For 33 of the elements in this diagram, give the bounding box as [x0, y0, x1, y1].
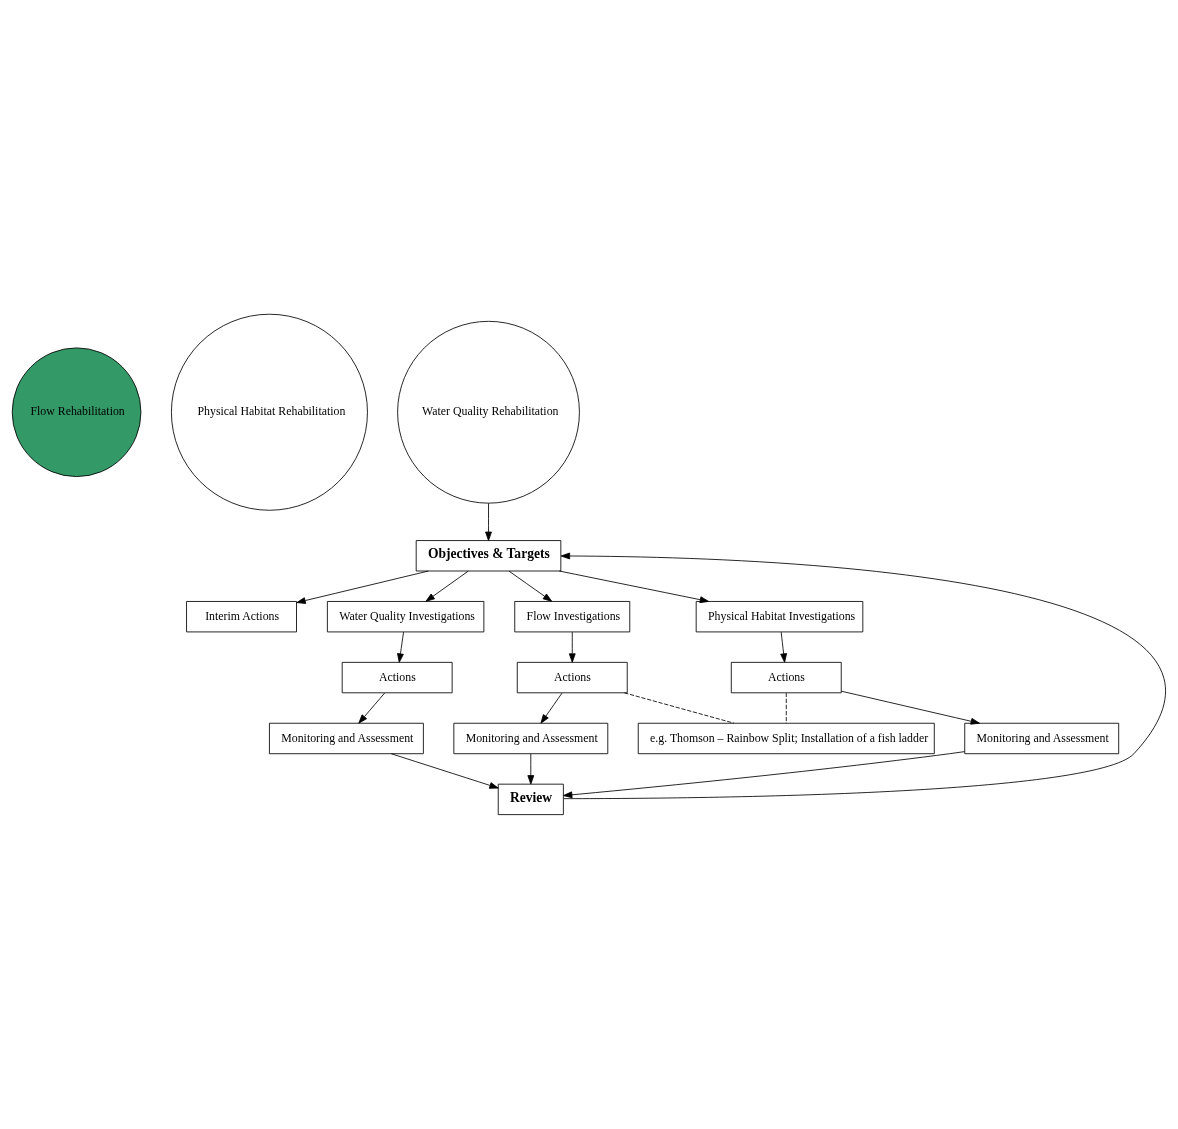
node-box: Water Quality Investigations: [326, 601, 485, 633]
arrow: [558, 570, 710, 604]
node-box: Actions: [341, 661, 453, 694]
arrow: [780, 631, 788, 663]
arrow: [390, 753, 499, 789]
connector: [785, 692, 787, 724]
node-box: Flow Investigations: [514, 601, 631, 633]
node-circle: Water Quality Rehabilitation: [397, 320, 580, 504]
node-box: Actions: [516, 661, 628, 694]
node-box: Interim Actions: [186, 601, 297, 633]
arrow: [560, 552, 1165, 800]
node-box: e.g. Thomson – Rainbow Split; Installation of a fish ladder: [637, 722, 935, 755]
arrow: [563, 751, 965, 799]
node-circle: Flow Rehabilitation: [11, 347, 142, 478]
connector: [623, 692, 735, 724]
arrow: [508, 570, 553, 602]
node-circle: Physical Habitat Rehabilitation: [171, 313, 368, 511]
node-box: Review: [497, 783, 564, 816]
node-box: Actions: [730, 661, 842, 694]
arrow: [296, 570, 429, 604]
node-box: Objectives & Targets: [415, 540, 562, 572]
arrow: [425, 570, 469, 602]
node-box: Physical Habitat Investigations: [695, 601, 864, 633]
arrow: [527, 753, 535, 785]
arrow: [485, 502, 492, 541]
arrow: [358, 692, 386, 724]
arrow: [540, 692, 563, 724]
node-box: Monitoring and Assessment: [964, 722, 1120, 755]
arrow: [568, 631, 576, 663]
node-box: Monitoring and Assessment: [453, 722, 609, 755]
node-box: Monitoring and Assessment: [269, 722, 424, 755]
arrow: [840, 690, 980, 725]
arrow: [397, 631, 404, 663]
